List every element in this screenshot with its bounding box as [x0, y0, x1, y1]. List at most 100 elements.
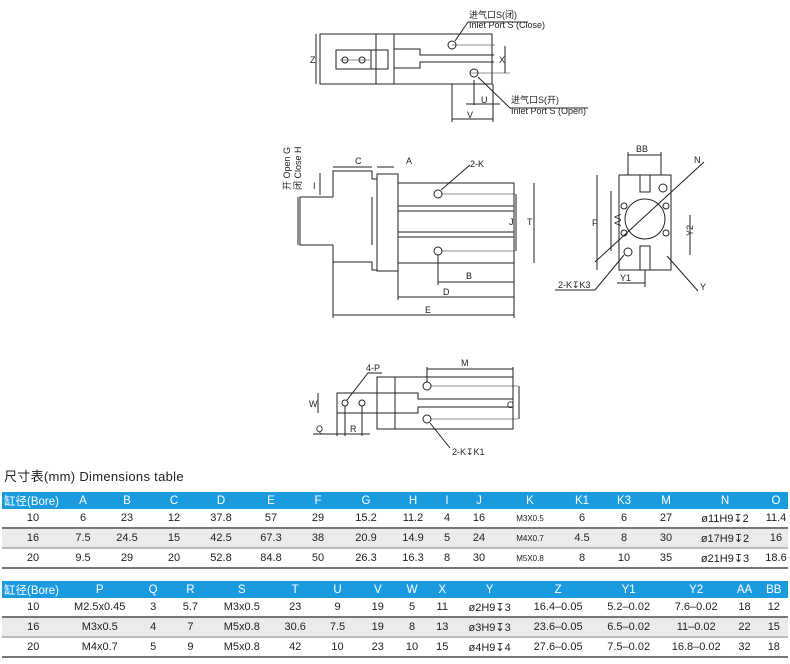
dim-m: M — [461, 358, 469, 368]
table-cell: 7.5 — [64, 528, 102, 549]
dim-f: F — [592, 218, 598, 228]
table-cell: 19 — [358, 598, 397, 618]
column-header: Z — [521, 581, 595, 598]
table-cell: 27.6–0.05 — [521, 637, 595, 658]
table-cell: 18.6 — [764, 548, 788, 569]
table-cell: 9.5 — [64, 548, 102, 569]
table-cell: 6 — [64, 509, 102, 529]
column-header: F — [296, 492, 340, 509]
table-cell: 23 — [358, 637, 397, 658]
table-cell: 5.7 — [171, 598, 210, 618]
dim-t: T — [527, 217, 533, 227]
table-cell: 5 — [396, 598, 428, 618]
table-cell: 57 — [246, 509, 296, 529]
dim-q: Q — [316, 424, 323, 434]
column-header: N — [686, 492, 764, 509]
table-cell: 42.5 — [196, 528, 246, 549]
table-cell: 10 — [2, 509, 64, 529]
table-cell: 8 — [396, 617, 428, 638]
column-header: D — [196, 492, 246, 509]
table-cell: 8 — [434, 548, 460, 569]
table-cell: 14.9 — [392, 528, 434, 549]
table-cell: 30.6 — [274, 617, 317, 638]
table-cell: 5.2–0.02 — [594, 598, 663, 618]
table-cell: 15 — [152, 528, 196, 549]
table-cell: 50 — [296, 548, 340, 569]
table-cell: 16.4–0.05 — [521, 598, 595, 618]
column-header: V — [358, 581, 397, 598]
dim-a: A — [406, 156, 412, 166]
table-cell: 37.8 — [196, 509, 246, 529]
dim-r: R — [350, 424, 357, 434]
table-cell: 29 — [102, 548, 152, 569]
dim-y1: Y1 — [620, 273, 631, 283]
table-cell: M3x0.5 — [209, 598, 275, 618]
table-cell: 11 — [427, 598, 458, 618]
table-cell: 7.6–0.02 — [662, 598, 730, 618]
table-cell: 10 — [602, 548, 646, 569]
table-cell: 32 — [729, 637, 760, 658]
table-cell: ø21H9↧3 — [686, 548, 764, 569]
table-cell: ø3H9↧3 — [457, 617, 522, 638]
table-cell: 11.2 — [392, 509, 434, 529]
table-cell: 15.2 — [340, 509, 392, 529]
table-cell: M4X0.7 — [498, 528, 562, 549]
column-header: B — [102, 492, 152, 509]
column-header: T — [274, 581, 317, 598]
table-cell: 3 — [135, 598, 172, 618]
table-cell: 30 — [646, 528, 686, 549]
table-cell: 16 — [460, 509, 498, 529]
column-header: I — [434, 492, 460, 509]
table-cell: 5 — [434, 528, 460, 549]
table-cell: 38 — [296, 528, 340, 549]
column-header: G — [340, 492, 392, 509]
dim-v: V — [467, 110, 473, 120]
table-title: 尺寸表(mm) Dimensions table — [4, 469, 184, 484]
column-header: K — [498, 492, 562, 509]
column-header: X — [427, 581, 458, 598]
column-header: W — [396, 581, 428, 598]
dim-aa: AA — [613, 214, 623, 226]
column-header: Y — [457, 581, 522, 598]
dim-d: D — [443, 287, 450, 297]
table-cell: 20.9 — [340, 528, 392, 549]
inlet-open-label-en: Inlet Port S (Open) — [511, 106, 586, 116]
column-header: Q — [135, 581, 172, 598]
table-cell: 16 — [2, 528, 64, 549]
column-header: 缸径(Bore) — [2, 492, 64, 509]
table-cell: 7 — [171, 617, 210, 638]
table-cell: 27 — [646, 509, 686, 529]
table-cell: 18 — [729, 598, 760, 618]
column-header: A — [64, 492, 102, 509]
table-cell: 10 — [2, 598, 65, 618]
table-cell: ø4H9↧4 — [457, 637, 522, 658]
column-header: S — [209, 581, 275, 598]
table-cell: 6 — [562, 509, 602, 529]
column-header: J — [460, 492, 498, 509]
column-header: K1 — [562, 492, 602, 509]
table-cell: 13 — [427, 617, 458, 638]
column-header: 缸径(Bore) — [2, 581, 65, 598]
dim-o: O — [507, 400, 514, 410]
table-cell: 8 — [562, 548, 602, 569]
table-cell: 29 — [296, 509, 340, 529]
column-header: R — [171, 581, 210, 598]
table-cell: 20 — [152, 548, 196, 569]
column-header: Y1 — [594, 581, 663, 598]
table-cell: 10 — [316, 637, 359, 658]
top-view — [315, 21, 588, 122]
dim-2k: 2-K — [470, 159, 484, 169]
table-cell: M2.5x0.45 — [64, 598, 135, 618]
table-cell: ø11H9↧2 — [686, 509, 764, 529]
table-cell: M3X0.5 — [498, 509, 562, 529]
dim-i: I — [313, 181, 316, 191]
close-h-label: 闭 Close H — [292, 146, 303, 190]
table-cell: 4 — [135, 617, 172, 638]
table-cell: 7.5 — [316, 617, 359, 638]
dim-z: Z — [310, 55, 316, 65]
table-cell: 20 — [2, 548, 64, 569]
